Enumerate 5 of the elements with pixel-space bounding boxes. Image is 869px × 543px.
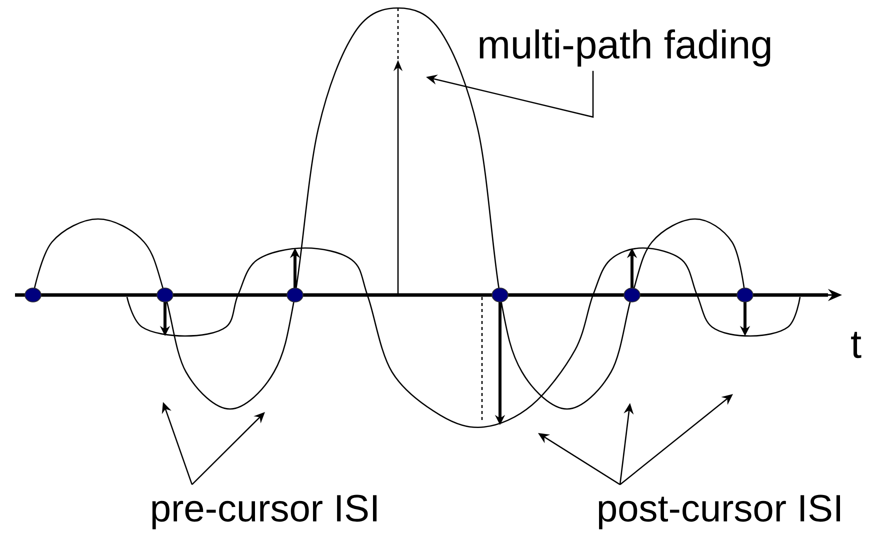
text-label: pre-cursor ISI [152,494,377,530]
axis-label: t [851,332,862,358]
text-label: post-cursor ISI [598,494,840,530]
text-label: multi-path fading [480,29,770,67]
leader-arrow [192,412,265,486]
